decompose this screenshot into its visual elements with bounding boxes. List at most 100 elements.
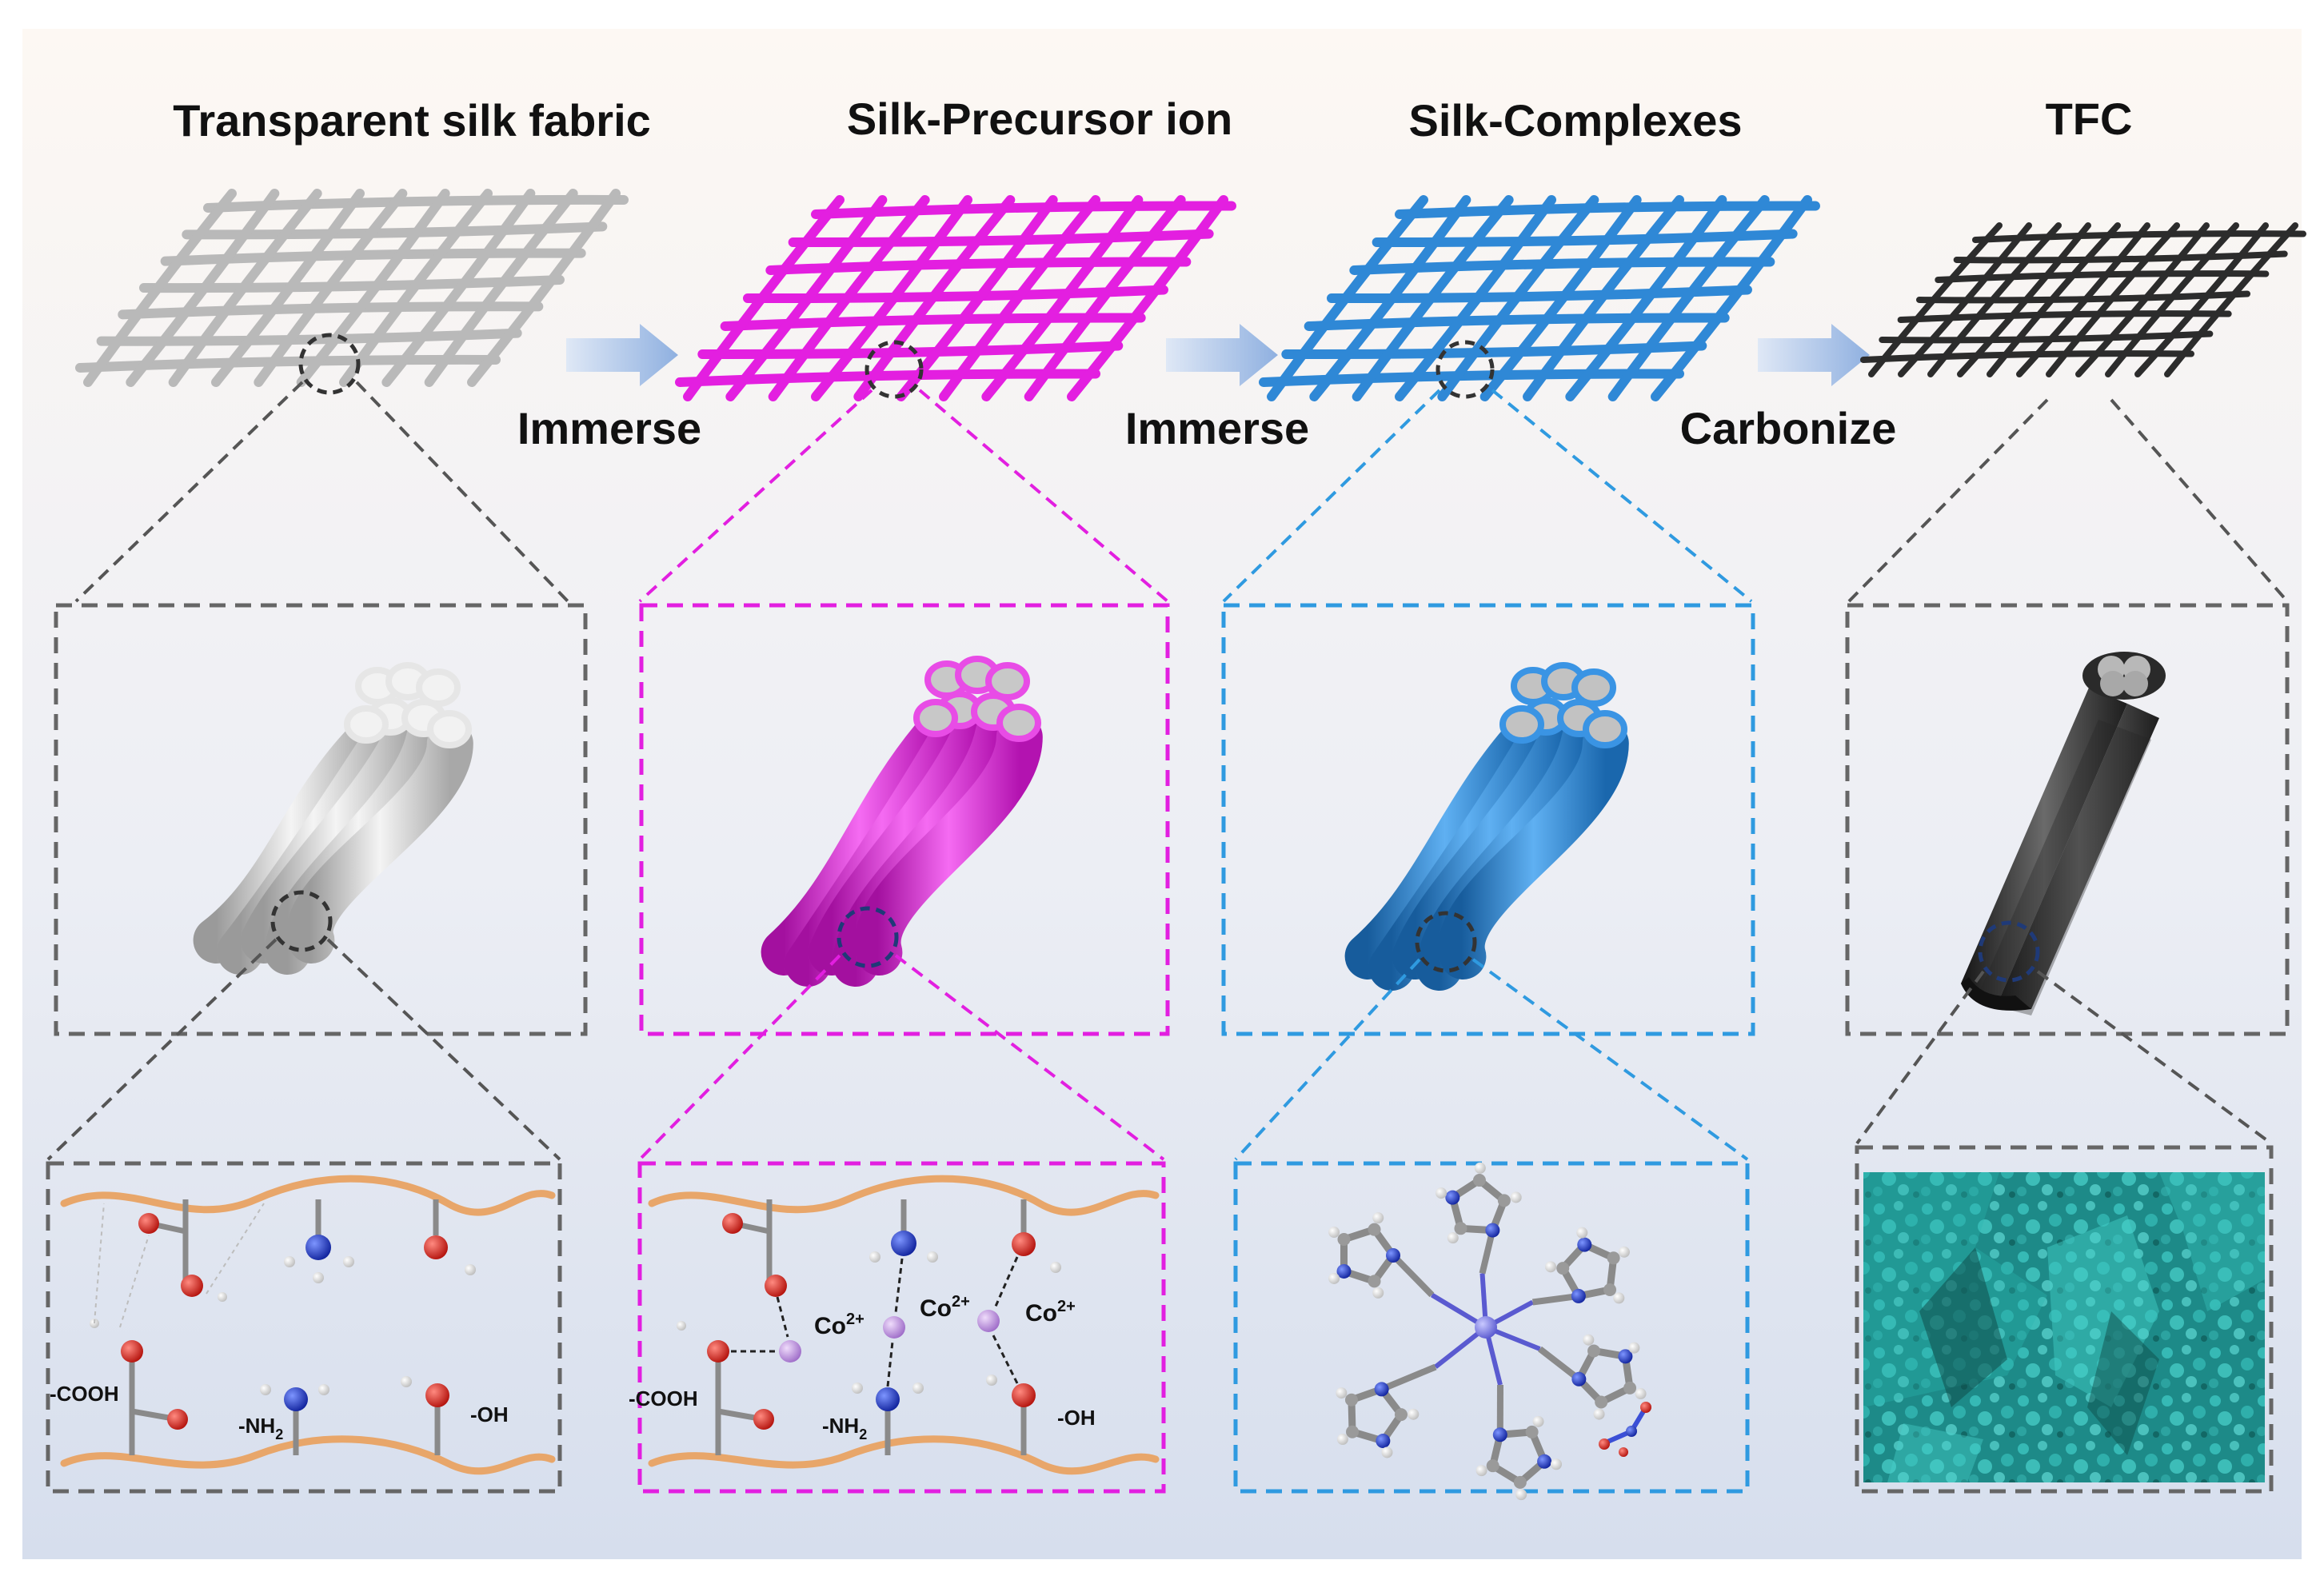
warp-thread bbox=[811, 195, 972, 401]
hydrogen-atom bbox=[1328, 1227, 1340, 1239]
fibril-cap bbox=[985, 662, 1030, 700]
fiber-bundle-precursor bbox=[761, 656, 1043, 987]
molecule-box-tfc bbox=[1855, 1145, 2274, 1494]
fiber-bundle-complexes bbox=[1344, 662, 1629, 991]
warp-thread bbox=[254, 189, 408, 387]
warp-thread bbox=[2164, 222, 2298, 377]
label-cooh-1: -COOH bbox=[50, 1382, 119, 1406]
molecule-box-silk bbox=[46, 1161, 562, 1494]
warp-thread bbox=[853, 195, 1016, 401]
fiber-box-silk bbox=[54, 603, 588, 1036]
nitrogen-atom bbox=[1571, 1288, 1586, 1303]
warp-thread bbox=[1607, 195, 1770, 401]
warp-thread bbox=[2046, 222, 2180, 377]
zoom-circle-fiber-4 bbox=[1978, 920, 2040, 983]
hydrogen-atom bbox=[1613, 1292, 1625, 1304]
carbon-atom bbox=[1556, 1262, 1570, 1275]
zoom-connectors-row2 bbox=[46, 938, 2273, 1161]
fibril-cap bbox=[1571, 668, 1616, 707]
label-nh2-1: -NH2 bbox=[238, 1414, 283, 1442]
warp-thread bbox=[2016, 222, 2150, 377]
fabric-mesh-tfc bbox=[1860, 222, 2306, 377]
process-arrow-3 bbox=[1758, 324, 1870, 386]
step-label-immerse-1: Immerse bbox=[517, 403, 701, 453]
hydrogen-atom bbox=[1372, 1212, 1384, 1224]
warp-thread bbox=[2105, 222, 2239, 377]
fabric-mesh-silk bbox=[75, 189, 629, 387]
fibril-cap bbox=[344, 705, 389, 744]
warp-thread bbox=[467, 189, 621, 387]
fiber-box-complexes bbox=[1221, 603, 1755, 1036]
hydrogen-atom bbox=[1475, 1465, 1487, 1477]
zoom-circle-fabric-1 bbox=[298, 333, 361, 395]
carbon-atom bbox=[1454, 1222, 1467, 1235]
warp-thread bbox=[1987, 222, 2121, 377]
nitrogen-atom bbox=[1537, 1454, 1552, 1469]
fabric-mesh-complexes bbox=[1259, 195, 1820, 401]
carbon-atom bbox=[1472, 1174, 1486, 1187]
fibril-cap bbox=[427, 710, 472, 748]
hydrogen-atom bbox=[1593, 1408, 1605, 1420]
label-co-ion-3: Co2+ bbox=[1025, 1298, 1076, 1327]
warp-thread bbox=[126, 189, 280, 387]
warp-thread bbox=[981, 195, 1144, 401]
warp-thread bbox=[768, 195, 930, 401]
stage-title-complexes: Silk-Complexes bbox=[1408, 95, 1742, 146]
fibril-cap bbox=[996, 704, 1041, 742]
weft-thread bbox=[675, 369, 1100, 387]
carbon-atom bbox=[1486, 1459, 1499, 1473]
hydrogen-atom bbox=[1436, 1187, 1448, 1199]
label-cooh-2: -COOH bbox=[629, 1386, 698, 1410]
warp-thread bbox=[1352, 195, 1514, 401]
fibril-cap bbox=[1499, 705, 1544, 744]
weft-thread bbox=[1879, 330, 2214, 344]
warp-thread bbox=[1651, 195, 1812, 401]
nitrogen-atom bbox=[1577, 1237, 1592, 1252]
ring-link-bond bbox=[1391, 1253, 1435, 1298]
hydrogen-atom bbox=[1545, 1261, 1557, 1273]
hydrogen-atom bbox=[1635, 1388, 1647, 1400]
fibril-cap bbox=[416, 668, 461, 707]
nitrogen-atom bbox=[1376, 1434, 1391, 1449]
hydrogen-atom bbox=[1336, 1434, 1348, 1446]
warp-thread bbox=[1565, 195, 1727, 401]
label-oh-1: -OH bbox=[470, 1402, 509, 1426]
hydrogen-atom bbox=[1576, 1227, 1588, 1239]
warp-thread bbox=[83, 189, 237, 387]
process-arrow-1 bbox=[566, 324, 678, 386]
weft-thread bbox=[1259, 369, 1684, 387]
molecule-box-precursor bbox=[637, 1161, 1166, 1494]
carbon-atom bbox=[1513, 1475, 1527, 1489]
nitrogen-atom bbox=[1374, 1382, 1389, 1397]
ring-link-bond bbox=[1380, 1363, 1437, 1393]
stage-title-tfc: TFC bbox=[2046, 94, 2133, 144]
hydrogen-atom bbox=[1328, 1272, 1340, 1284]
hydrogen-atom bbox=[1515, 1489, 1527, 1501]
warp-thread bbox=[1309, 195, 1471, 401]
warp-thread bbox=[1479, 195, 1642, 401]
carbon-atom bbox=[1603, 1283, 1617, 1297]
warp-thread bbox=[2134, 222, 2269, 377]
carbon-atom bbox=[1346, 1425, 1360, 1438]
label-co-ion-1: Co2+ bbox=[814, 1311, 865, 1339]
warp-thread bbox=[381, 189, 536, 387]
fiber-box-precursor bbox=[639, 603, 1170, 1036]
nitrogen-atom bbox=[1336, 1263, 1352, 1279]
step-label-carbonize: Carbonize bbox=[1680, 403, 1897, 453]
carbon-atom bbox=[1344, 1393, 1358, 1406]
hydrogen-atom bbox=[1447, 1232, 1459, 1244]
process-arrow-2 bbox=[1166, 324, 1278, 386]
hydrogen-atom bbox=[1372, 1287, 1384, 1299]
warp-thread bbox=[1957, 222, 2091, 377]
carbon-atom bbox=[1337, 1233, 1351, 1247]
sem-image bbox=[1863, 1172, 2265, 1482]
hydrogen-atom bbox=[1628, 1342, 1640, 1354]
warp-thread bbox=[1898, 222, 2032, 377]
carbon-atom bbox=[1595, 1395, 1608, 1409]
zoom-connectors-row1 bbox=[74, 381, 2289, 603]
step-label-immerse-2: Immerse bbox=[1125, 403, 1309, 453]
hydrogen-atom bbox=[1381, 1446, 1393, 1458]
carbon-atom bbox=[1607, 1251, 1620, 1265]
